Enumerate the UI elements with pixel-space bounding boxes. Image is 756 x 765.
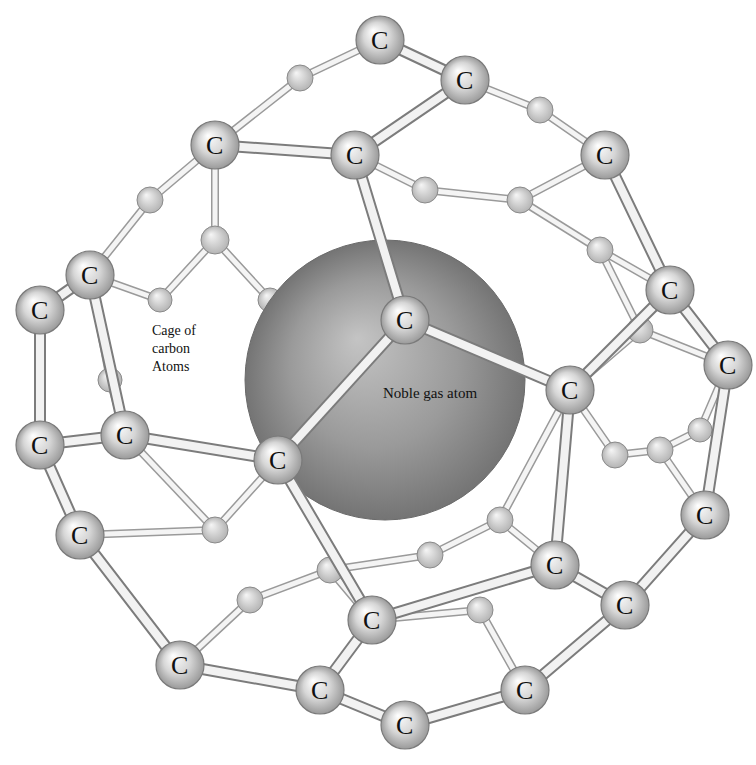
atom-label: C [81, 263, 98, 289]
atom-label: C [561, 378, 578, 404]
atom-label: C [396, 713, 413, 739]
atom-label: C [696, 503, 713, 529]
atom-label: C [456, 68, 473, 94]
front-atoms [16, 16, 752, 749]
atom-label: C [171, 653, 188, 679]
atom-label: C [616, 593, 633, 619]
node-text: Noble gas atom [374, 384, 486, 403]
atom-label: C [516, 678, 533, 704]
atom-label: C [31, 433, 48, 459]
atom-label: C [71, 523, 88, 549]
atom-label: C [363, 608, 380, 634]
atom-label: C [661, 278, 678, 304]
back-atoms [98, 65, 712, 623]
atom-label: C [346, 143, 363, 169]
cage-label: Cage of carbon Atoms [152, 322, 218, 377]
atom-label: C [206, 133, 223, 159]
atom-label: C [31, 298, 48, 324]
atom-label: C [719, 353, 736, 379]
back-bonds [80, 40, 728, 690]
front-bonds [40, 40, 728, 725]
atom-label: C [116, 423, 133, 449]
atom-label: C [371, 28, 388, 54]
atom-label: C [546, 553, 563, 579]
atom-label: C [269, 448, 286, 474]
atom-label: C [396, 308, 413, 334]
atom-label: C [596, 143, 613, 169]
noble-gas-atom: Noble gas atom [374, 384, 486, 403]
atom-label: C [311, 678, 328, 704]
noble-gas-sphere [245, 240, 525, 520]
